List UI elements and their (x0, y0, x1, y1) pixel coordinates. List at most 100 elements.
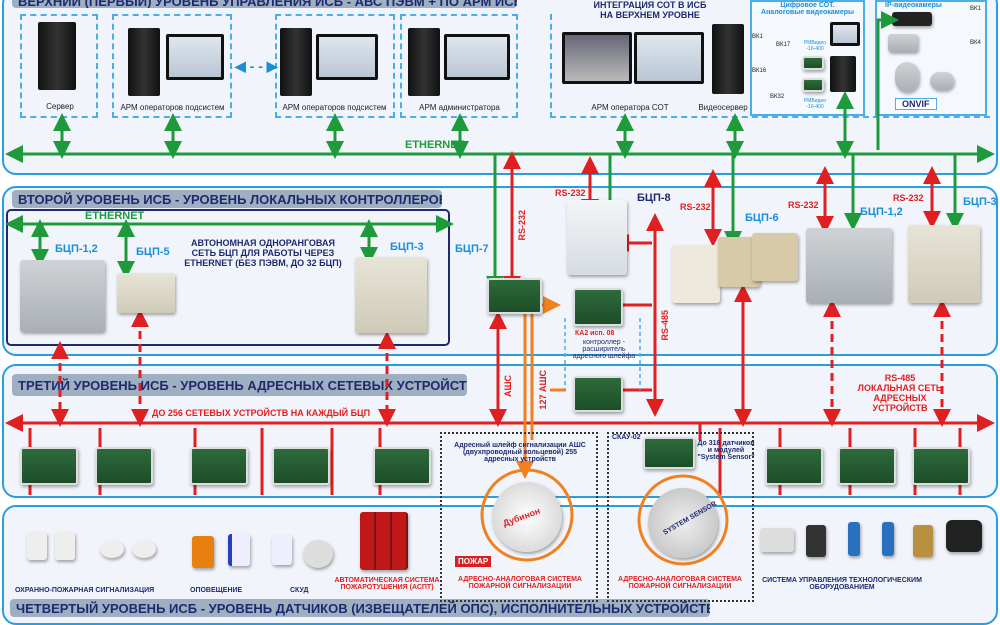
tech-equipment-icon (760, 528, 794, 552)
capture-card-icon (802, 78, 824, 92)
arm2-label: АРМ операторов подсистем (282, 103, 387, 112)
bcp3b-label: БЦП-3 (963, 196, 997, 208)
bcp12-controller[interactable] (20, 260, 105, 332)
fire-sign: ПОЖАР (455, 556, 492, 567)
autonomous-network-frame (6, 209, 450, 346)
siren-icon (228, 534, 250, 566)
ka2-controller[interactable] (573, 288, 623, 326)
rs232-label: RS-232 (680, 202, 711, 212)
level1-title: ВЕРХНИЙ (ПЕРВЫЙ) УРОВЕНЬ УПРАВЛЕНИЯ ИСБ … (12, 0, 517, 8)
aas1-label: АДРЕСНО-АНАЛОГОВАЯ СИСТЕМА ПОЖАРНОЙ СИГН… (458, 576, 582, 590)
network-device[interactable] (95, 447, 153, 485)
motion-sensor-icon (55, 532, 75, 560)
bcp8-cabinet[interactable] (567, 200, 627, 275)
monitor-icon (316, 34, 378, 80)
ka2-label: КА2 исп. 08 (575, 330, 615, 337)
smoke-detector-icon (492, 482, 562, 552)
beacon-icon (192, 536, 214, 568)
ashc-label: АШС (503, 375, 513, 398)
bcp12-label: БЦП-1,2 (55, 243, 98, 255)
rs232-label: RS-232 (555, 188, 586, 198)
pc-tower-icon (408, 28, 440, 96)
bcp7-label: БЦП-7 (455, 243, 489, 255)
arm-sot-label: АРМ оператора СОТ (591, 103, 669, 112)
system-sensor-box (607, 432, 754, 602)
dome-camera-icon (895, 62, 919, 92)
tech-equipment-icon (882, 522, 894, 556)
smoke-detector-icon (132, 540, 156, 558)
skau-label: СКАУ-02 (612, 434, 641, 441)
tech-equipment-icon (848, 522, 860, 556)
network-device[interactable] (20, 447, 78, 485)
aas2-label: АДРЕСНО-АНАЛОГОВАЯ СИСТЕМА ПОЖАРНОЙ СИГН… (618, 576, 742, 590)
pc-tower-icon (128, 28, 160, 96)
reader-icon (303, 540, 333, 568)
network-device[interactable] (912, 447, 970, 485)
rm1-label: РМВидео -16-400 (803, 40, 827, 52)
sot-title: ИНТЕГРАЦИЯ СОТ В ИСБ НА ВЕРХНЕМ УРОВНЕ (593, 0, 707, 20)
bk16-label: ВК16 (752, 68, 767, 74)
motor-icon (946, 520, 982, 552)
monitor-icon (444, 34, 510, 80)
rs485-local-label: RS-485 ЛОКАЛЬНАЯ СЕТЬ АДРЕСНЫХ УСТРОЙСТВ (857, 373, 943, 413)
server-label: Сервер (46, 102, 74, 111)
pc-tower-icon (830, 56, 856, 92)
notify-label: ОПОВЕЩЕНИЕ (190, 587, 243, 594)
sot-monitor-icon (562, 32, 632, 84)
arm-admin-label: АРМ администратора (419, 103, 500, 112)
bcp8-label: БЦП-8 (637, 192, 671, 204)
level2-title: ВТОРОЙ УРОВЕНЬ ИСБ - УРОВЕНЬ ЛОКАЛЬНЫХ К… (12, 190, 442, 208)
extinguisher-icon (360, 512, 408, 570)
ip-bk4-label: ВК4 (970, 40, 981, 46)
valve-icon (913, 525, 933, 557)
network-device[interactable] (373, 447, 431, 485)
sot-monitor-icon (634, 32, 704, 84)
smoke-detector-icon (100, 540, 124, 558)
motion-sensor-icon (27, 532, 47, 560)
bcp12-controller[interactable] (806, 228, 892, 303)
bcp3-label: БЦП-3 (390, 241, 424, 253)
bk1-label: ВК1 (752, 34, 763, 40)
ip-bk1-label: ВК1 (970, 6, 981, 12)
network-device[interactable] (190, 447, 248, 485)
bcp6-controller[interactable] (752, 233, 798, 281)
aspt-label: АВТОМАТИЧЕСКАЯ СИСТЕМА ПОЖАРОТУШЕНИЯ (АС… (334, 577, 440, 591)
autonomous-network-label: АВТОНОМНАЯ ОДНОРАНГОВАЯ СЕТЬ БЦП ДЛЯ РАБ… (184, 238, 342, 268)
bcp6-label: БЦП-6 (745, 212, 779, 224)
digital-sot-title: Цифровое СОТ. Аналоговые видеокамеры (761, 2, 854, 16)
videoserver-label: Видеосервер (698, 103, 748, 112)
pc-tower-icon (280, 28, 312, 96)
bcp7-controller[interactable] (487, 278, 542, 314)
bcp6-controller[interactable] (672, 245, 720, 303)
bcp12b-label: БЦП-1,2 (860, 206, 903, 218)
onvif-logo: ONVIF (895, 98, 937, 110)
bus-label: ДО 256 СЕТЕВЫХ УСТРОЙСТВ НА КАЖДЫЙ БЦП (152, 408, 371, 418)
tech-equipment-icon (806, 525, 826, 557)
bcp5-controller[interactable] (117, 273, 175, 313)
ashc127-label: 127 АШС (538, 370, 548, 410)
sot-group (550, 14, 990, 118)
ka2-controller[interactable] (573, 376, 623, 412)
capture-card-icon (802, 56, 824, 70)
nvr-icon (892, 12, 932, 26)
card-reader-icon (272, 535, 292, 565)
monitor-icon (830, 22, 860, 46)
ethernet-label-top: ETHERNET (405, 139, 465, 151)
rs232-label: RS-232 (517, 210, 527, 241)
ip-title: IP-видеокамеры (885, 2, 942, 9)
videoserver-icon (712, 24, 744, 94)
network-device[interactable] (838, 447, 896, 485)
dubinon-system-box (440, 432, 598, 602)
smoke-detector-icon (648, 488, 718, 558)
network-device[interactable] (272, 447, 330, 485)
rs232-label: RS-232 (893, 193, 924, 203)
bcp3-controller[interactable] (355, 257, 427, 333)
bcp3-controller[interactable] (908, 225, 980, 303)
rs232-label: RS-232 (788, 200, 819, 210)
arrow-bidirectional-icon: ◀ - - ▶ (235, 58, 278, 74)
skau-board[interactable] (643, 437, 695, 469)
network-device[interactable] (765, 447, 823, 485)
bk32-label: ВК32 (770, 94, 785, 100)
rm2-label: РМВидео -16-400 (803, 98, 827, 110)
skud-label: СКУД (290, 587, 309, 594)
